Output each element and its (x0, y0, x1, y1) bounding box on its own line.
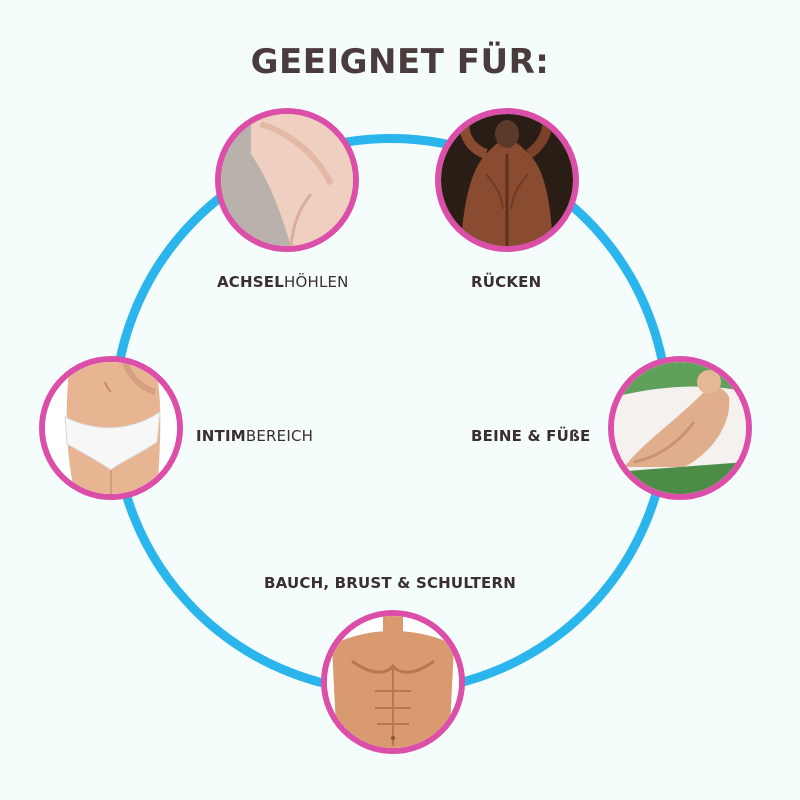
label-back: RÜCKEN (471, 273, 542, 291)
label-intimate: INTIMBEREICH (196, 427, 314, 445)
legs-photo (608, 356, 752, 500)
back-photo (435, 108, 579, 252)
bikini-area-photo (39, 356, 183, 500)
label-armpits: ACHSELHÖHLEN (217, 273, 349, 291)
page-title: GEEIGNET FÜR: (250, 42, 550, 82)
torso-photo (321, 610, 465, 754)
label-legs: BEINE & FÜßE (471, 427, 591, 445)
label-torso: BAUCH, BRUST & SCHULTERN (264, 574, 516, 592)
armpit-photo (215, 108, 359, 252)
